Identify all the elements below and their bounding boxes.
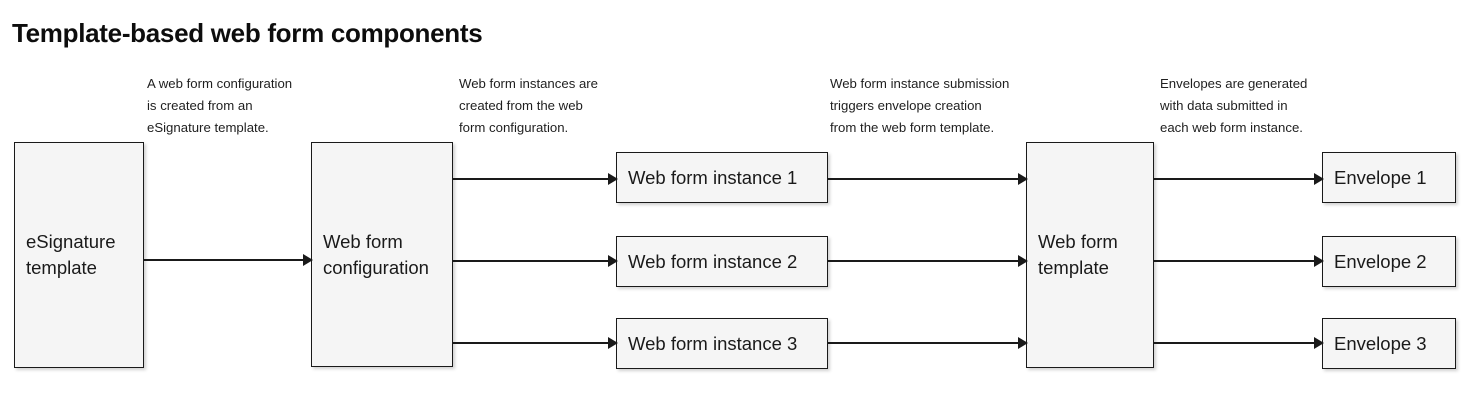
arrow-shaft: [1154, 342, 1316, 345]
annotation-line: triggers envelope creation: [830, 98, 982, 113]
node-label: Envelope 1: [1334, 166, 1427, 188]
node-web-form-configuration: Web form configuration: [311, 142, 453, 367]
arrow-shaft: [828, 260, 1020, 263]
annotation-submission-triggers-envelope: Web form instance submission triggers en…: [830, 73, 1009, 139]
arrow-instance-3-to-web-form-template: [828, 337, 1028, 349]
node-envelope-1: Envelope 1: [1322, 152, 1456, 203]
annotation-line: eSignature template.: [147, 120, 269, 135]
arrow-web-form-template-to-envelope-1: [1154, 173, 1324, 185]
arrow-config-to-instance-1: [453, 173, 618, 185]
arrow-shaft: [453, 260, 610, 263]
annotation-line: created from the web: [459, 98, 583, 113]
arrow-instance-2-to-web-form-template: [828, 255, 1028, 267]
node-label: Web form instance 2: [628, 250, 798, 272]
arrow-shaft: [453, 342, 610, 345]
annotation-line: is created from an: [147, 98, 253, 113]
annotation-config-from-template: A web form configuration is created from…: [147, 73, 292, 139]
node-web-form-template: Web form template: [1026, 142, 1154, 368]
annotation-line: each web form instance.: [1160, 120, 1303, 135]
arrow-shaft: [828, 178, 1020, 181]
node-label: Web form configuration: [323, 230, 429, 278]
arrow-web-form-template-to-envelope-2: [1154, 255, 1324, 267]
annotation-envelopes-generated: Envelopes are generated with data submit…: [1160, 73, 1307, 139]
node-label: Envelope 2: [1334, 250, 1427, 272]
annotation-line: from the web form template.: [830, 120, 995, 135]
node-label: eSignature template: [26, 231, 116, 278]
node-web-form-instance-3: Web form instance 3: [616, 318, 828, 369]
node-label: Web form template: [1038, 231, 1118, 278]
page-title: Template-based web form components: [12, 18, 483, 48]
arrow-esignature-template-to-web-form-configuration: [144, 254, 313, 266]
node-label: Envelope 3: [1334, 332, 1427, 354]
annotation-line: A web form configuration: [147, 76, 293, 91]
node-envelope-2: Envelope 2: [1322, 236, 1456, 287]
annotation-instances-from-config: Web form instances are created from the …: [459, 73, 598, 139]
annotation-line: Web form instance submission: [830, 76, 1010, 91]
node-label: Web form instance 3: [628, 332, 798, 354]
arrow-config-to-instance-3: [453, 337, 618, 349]
arrow-shaft: [828, 342, 1020, 345]
node-web-form-instance-2: Web form instance 2: [616, 236, 828, 287]
arrow-web-form-template-to-envelope-3: [1154, 337, 1324, 349]
annotation-line: Envelopes are generated: [1160, 76, 1308, 91]
node-label: Web form instance 1: [628, 166, 798, 188]
annotation-line: Web form instances are: [459, 76, 599, 91]
arrow-config-to-instance-2: [453, 255, 618, 267]
node-esignature-template: eSignature template: [14, 142, 144, 368]
annotation-line: form configuration.: [459, 120, 569, 135]
node-web-form-instance-1: Web form instance 1: [616, 152, 828, 203]
arrow-shaft: [1154, 260, 1316, 263]
annotation-line: with data submitted in: [1160, 98, 1288, 113]
arrow-shaft: [144, 259, 305, 262]
arrow-shaft: [453, 178, 610, 181]
arrow-shaft: [1154, 178, 1316, 181]
arrow-instance-1-to-web-form-template: [828, 173, 1028, 185]
node-envelope-3: Envelope 3: [1322, 318, 1456, 369]
